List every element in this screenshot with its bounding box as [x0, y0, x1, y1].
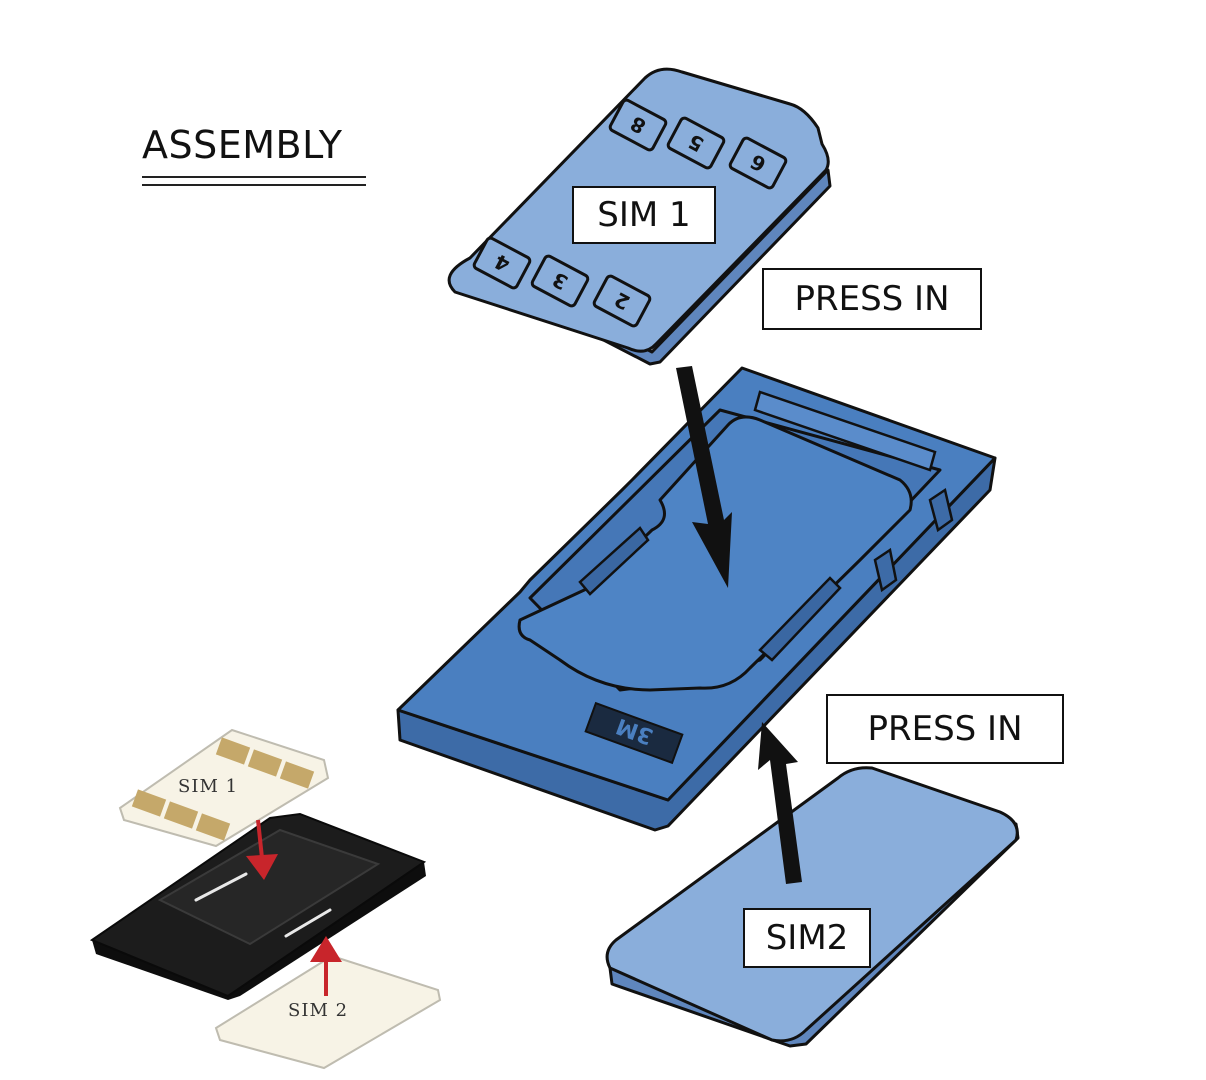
assembly-heading: ASSEMBLY: [142, 122, 366, 186]
arrow-press-down: [676, 366, 732, 588]
title-underline: [142, 176, 366, 178]
sim1-contacts-bottom: 4 3 2: [472, 236, 652, 328]
label-sim1: SIM 1: [572, 186, 716, 244]
assembly-title: ASSEMBLY: [142, 123, 343, 167]
photo-arrow-up: [310, 936, 342, 996]
photo-tray: [89, 812, 427, 1000]
photo-sim1-card: [118, 728, 330, 848]
photo-inset: [89, 728, 442, 1070]
photo-label-sim1: SIM 1: [178, 776, 239, 797]
sim2-card: [605, 766, 1020, 1048]
arrow-press-up: [758, 722, 802, 884]
label-sim2: SIM2: [743, 908, 871, 968]
sim1-contacts-top: 8 5 6: [608, 98, 788, 190]
label-press-in-bottom: PRESS IN: [826, 694, 1064, 764]
label-press-in-top: PRESS IN: [762, 268, 982, 330]
photo-label-sim2: SIM 2: [288, 1000, 349, 1021]
photo-arrow-down: [246, 819, 278, 880]
title-underline: [142, 184, 366, 186]
